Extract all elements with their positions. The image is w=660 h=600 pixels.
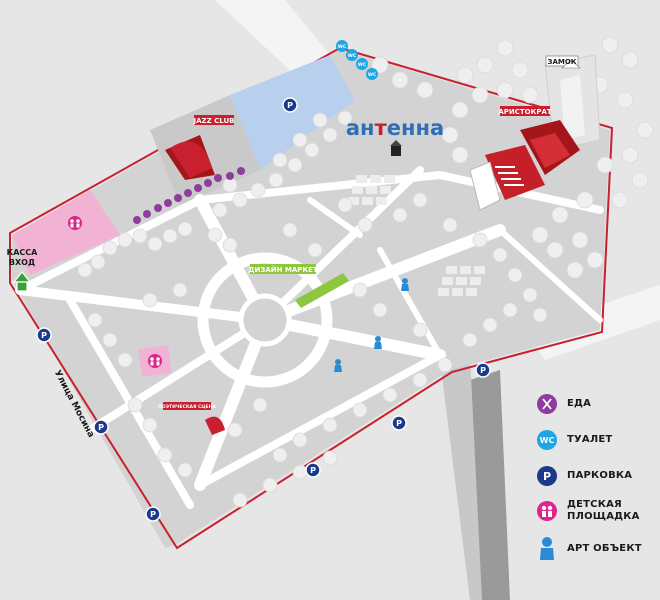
trees xyxy=(77,36,654,508)
aristocrat-label: АРИСТОКРАТ xyxy=(498,108,552,116)
art-object-markers xyxy=(334,278,409,372)
legend-label-parking: ПАРКОВКА xyxy=(567,470,633,481)
parking-label-4: P xyxy=(150,510,156,519)
svg-text:WC: WC xyxy=(540,436,555,445)
park-paths xyxy=(15,166,604,509)
legend-label-food: ЕДА xyxy=(567,398,592,409)
legend-item-parking: P ПАРКОВКА xyxy=(536,465,632,487)
legend-label-playground-line2: ПЛОЩАДКА xyxy=(567,511,640,522)
wc-label-3: WC xyxy=(358,62,367,68)
parking-label-5: P xyxy=(310,466,316,475)
design-market-stand xyxy=(295,273,349,308)
parking-label-2: P xyxy=(41,331,47,340)
parking-label-6: P xyxy=(396,419,402,428)
jazz-club-label-bg xyxy=(194,115,234,125)
design-market-label-bg xyxy=(250,264,316,274)
parking-label-3: P xyxy=(98,423,104,432)
wc-markers xyxy=(336,40,378,80)
wc-label-4: WC xyxy=(368,72,377,78)
aristocrat-label-bg xyxy=(500,106,550,116)
antenna-stand xyxy=(391,146,401,156)
legend-item-food: ЕДА xyxy=(536,393,591,415)
entrance-marker-base xyxy=(16,281,28,292)
playground-icon xyxy=(536,500,558,522)
playground-zone xyxy=(12,190,120,275)
aristocrat-building xyxy=(469,120,580,211)
upper-road xyxy=(215,0,330,80)
parking-icon: P xyxy=(536,465,558,487)
parking-zone xyxy=(230,55,355,170)
entrance-label-line2: ВХОД xyxy=(9,258,35,267)
wc-icon: WC xyxy=(536,429,558,451)
parking-label-7: P xyxy=(480,366,486,375)
parking-label-1: P xyxy=(287,101,293,110)
jazz-club-building xyxy=(165,135,215,180)
playground-marker-north xyxy=(68,216,82,230)
legend-item-wc: WC ТУАЛЕТ xyxy=(536,429,612,451)
playground-marker-south xyxy=(148,354,162,368)
central-lawn xyxy=(238,293,292,347)
wc-label-2: WC xyxy=(348,53,357,59)
art-object-icon xyxy=(536,537,558,560)
plaza-grid-north xyxy=(348,175,395,205)
jazz-club-label: JAZZ CLUB xyxy=(193,117,235,125)
poetry-stage-building xyxy=(205,416,225,435)
antenna-stand-top xyxy=(390,140,402,146)
castle-label: ЗАМОК xyxy=(547,58,576,66)
food-icon xyxy=(536,393,558,415)
parking-markers xyxy=(36,97,491,522)
legend-label-playground-line1: ДЕТСКАЯ xyxy=(567,499,622,510)
design-market-label: ДИЗАЙН МАРКЕТ xyxy=(248,265,318,274)
lower-road-edge xyxy=(440,355,482,600)
poetry-stage-label-bg xyxy=(163,402,211,410)
central-round xyxy=(197,252,333,388)
food-markers xyxy=(133,167,245,224)
lower-road xyxy=(470,370,510,600)
legend-label-art: АРТ ОБЪЕКТ xyxy=(567,543,642,554)
antenna-logo: антенна xyxy=(346,116,444,140)
plaza-grid-east xyxy=(438,266,485,296)
wc-label-1: WC xyxy=(338,44,347,50)
poetry-stage-label: ПОЭТИЧЕСКАЯ СЦЕНА xyxy=(158,404,216,410)
legend-item-art: АРТ ОБЪЕКТ xyxy=(536,537,642,560)
legend-label-wc: ТУАЛЕТ xyxy=(567,434,613,445)
entrance-label-line1: КАССА xyxy=(7,248,38,257)
svg-text:P: P xyxy=(543,470,551,483)
